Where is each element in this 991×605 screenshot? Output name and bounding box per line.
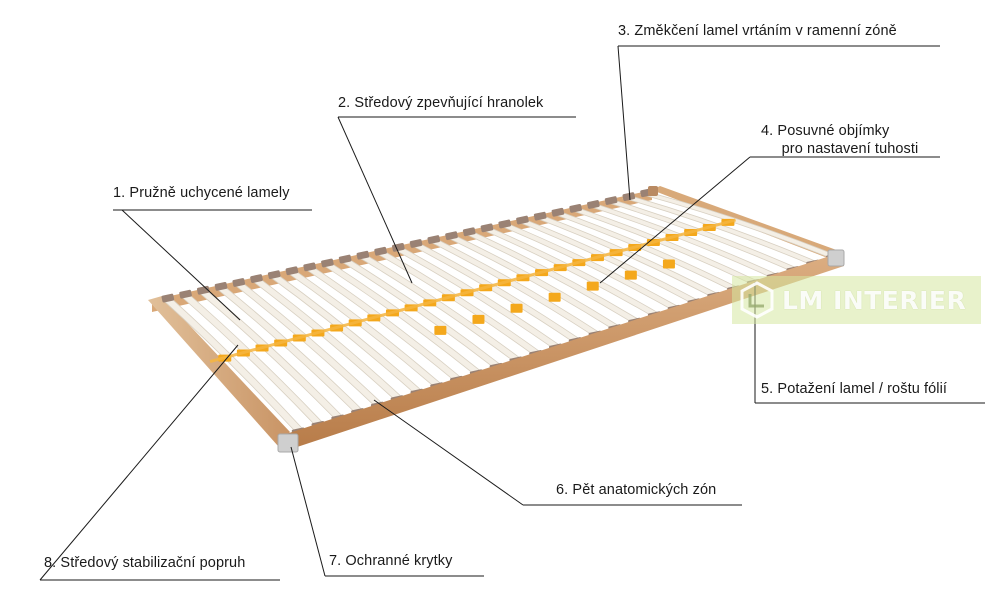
- slat-holder-back: [374, 246, 387, 256]
- slat-holder-back: [303, 262, 317, 272]
- slat-holder-back: [480, 223, 494, 233]
- slat-holder-back: [427, 235, 441, 244]
- slat-holder-back: [285, 266, 299, 276]
- protective-cap-left: [277, 433, 299, 453]
- slat-holder-back: [250, 274, 263, 283]
- lm-shield-icon: [740, 281, 774, 319]
- rigidity-slider: [548, 292, 561, 302]
- brand-watermark: LM INTERIER: [732, 276, 981, 324]
- callout-6-label: 6. Pět anatomických zón: [556, 482, 717, 498]
- callout-2-label: 2. Středový zpevňující hranolek: [338, 95, 544, 111]
- callout-3-label: 3. Změkčení lamel vrtáním v ramenní zóně: [618, 23, 897, 39]
- slat-holder-back: [498, 219, 512, 229]
- left-side-rail: [148, 296, 290, 446]
- leader-pointer-1: [121, 209, 241, 321]
- slat-holder-back: [516, 215, 529, 225]
- leader-pointer-7: [290, 446, 326, 577]
- slat-holder-back: [179, 289, 192, 299]
- rigidity-slider: [472, 314, 485, 324]
- callout-7-label: 7. Ochranné krytky: [329, 553, 453, 569]
- callout-4-label: 4. Posuvné objímky pro nastavení tuhosti: [761, 123, 919, 157]
- leader-pointer-2: [337, 116, 413, 284]
- slat-holder-back: [462, 227, 476, 237]
- slat-holder-back: [551, 207, 565, 217]
- callout-5-label: 5. Potažení lamel / roštu fólií: [761, 381, 948, 397]
- rigidity-slider: [510, 303, 523, 313]
- slat-holder-back: [321, 258, 334, 268]
- slat-holder-back: [409, 239, 423, 248]
- protective-cap-right: [827, 249, 845, 267]
- leader-pointer-8: [39, 344, 239, 581]
- slat-holder-back: [604, 196, 618, 205]
- frame-front-rail: [277, 186, 845, 453]
- protective-cap-back: [648, 186, 658, 196]
- rigidity-slider: [434, 325, 447, 335]
- rigidity-slider: [624, 270, 637, 280]
- leader-pointer-4: [599, 156, 751, 284]
- slat-holder-back: [161, 293, 175, 303]
- slat-holder-back: [587, 200, 600, 209]
- slat-holder-back: [338, 254, 352, 264]
- slat-holder-back: [356, 250, 370, 260]
- slat-holder-back: [214, 281, 228, 291]
- front-rail: [280, 252, 844, 452]
- rigidity-slider: [586, 281, 599, 291]
- slat-holder-back: [622, 192, 636, 202]
- watermark-brand-text: LM INTERIER: [782, 285, 967, 315]
- rigidity-slider: [662, 259, 675, 269]
- leader-pointer-6: [373, 399, 524, 506]
- slat-holder-back: [445, 231, 458, 241]
- leader-pointer-3: [617, 45, 631, 201]
- slat-holder-back: [267, 270, 281, 280]
- callout-8-label: 8. Středový stabilizační popruh: [44, 555, 246, 571]
- center-strap: [209, 218, 736, 364]
- callout-1-label: 1. Pružně uchycené lamely: [113, 185, 290, 201]
- slat-holder-back: [533, 211, 547, 221]
- slat-holder-back: [569, 203, 582, 213]
- slat-holder-back: [232, 278, 246, 287]
